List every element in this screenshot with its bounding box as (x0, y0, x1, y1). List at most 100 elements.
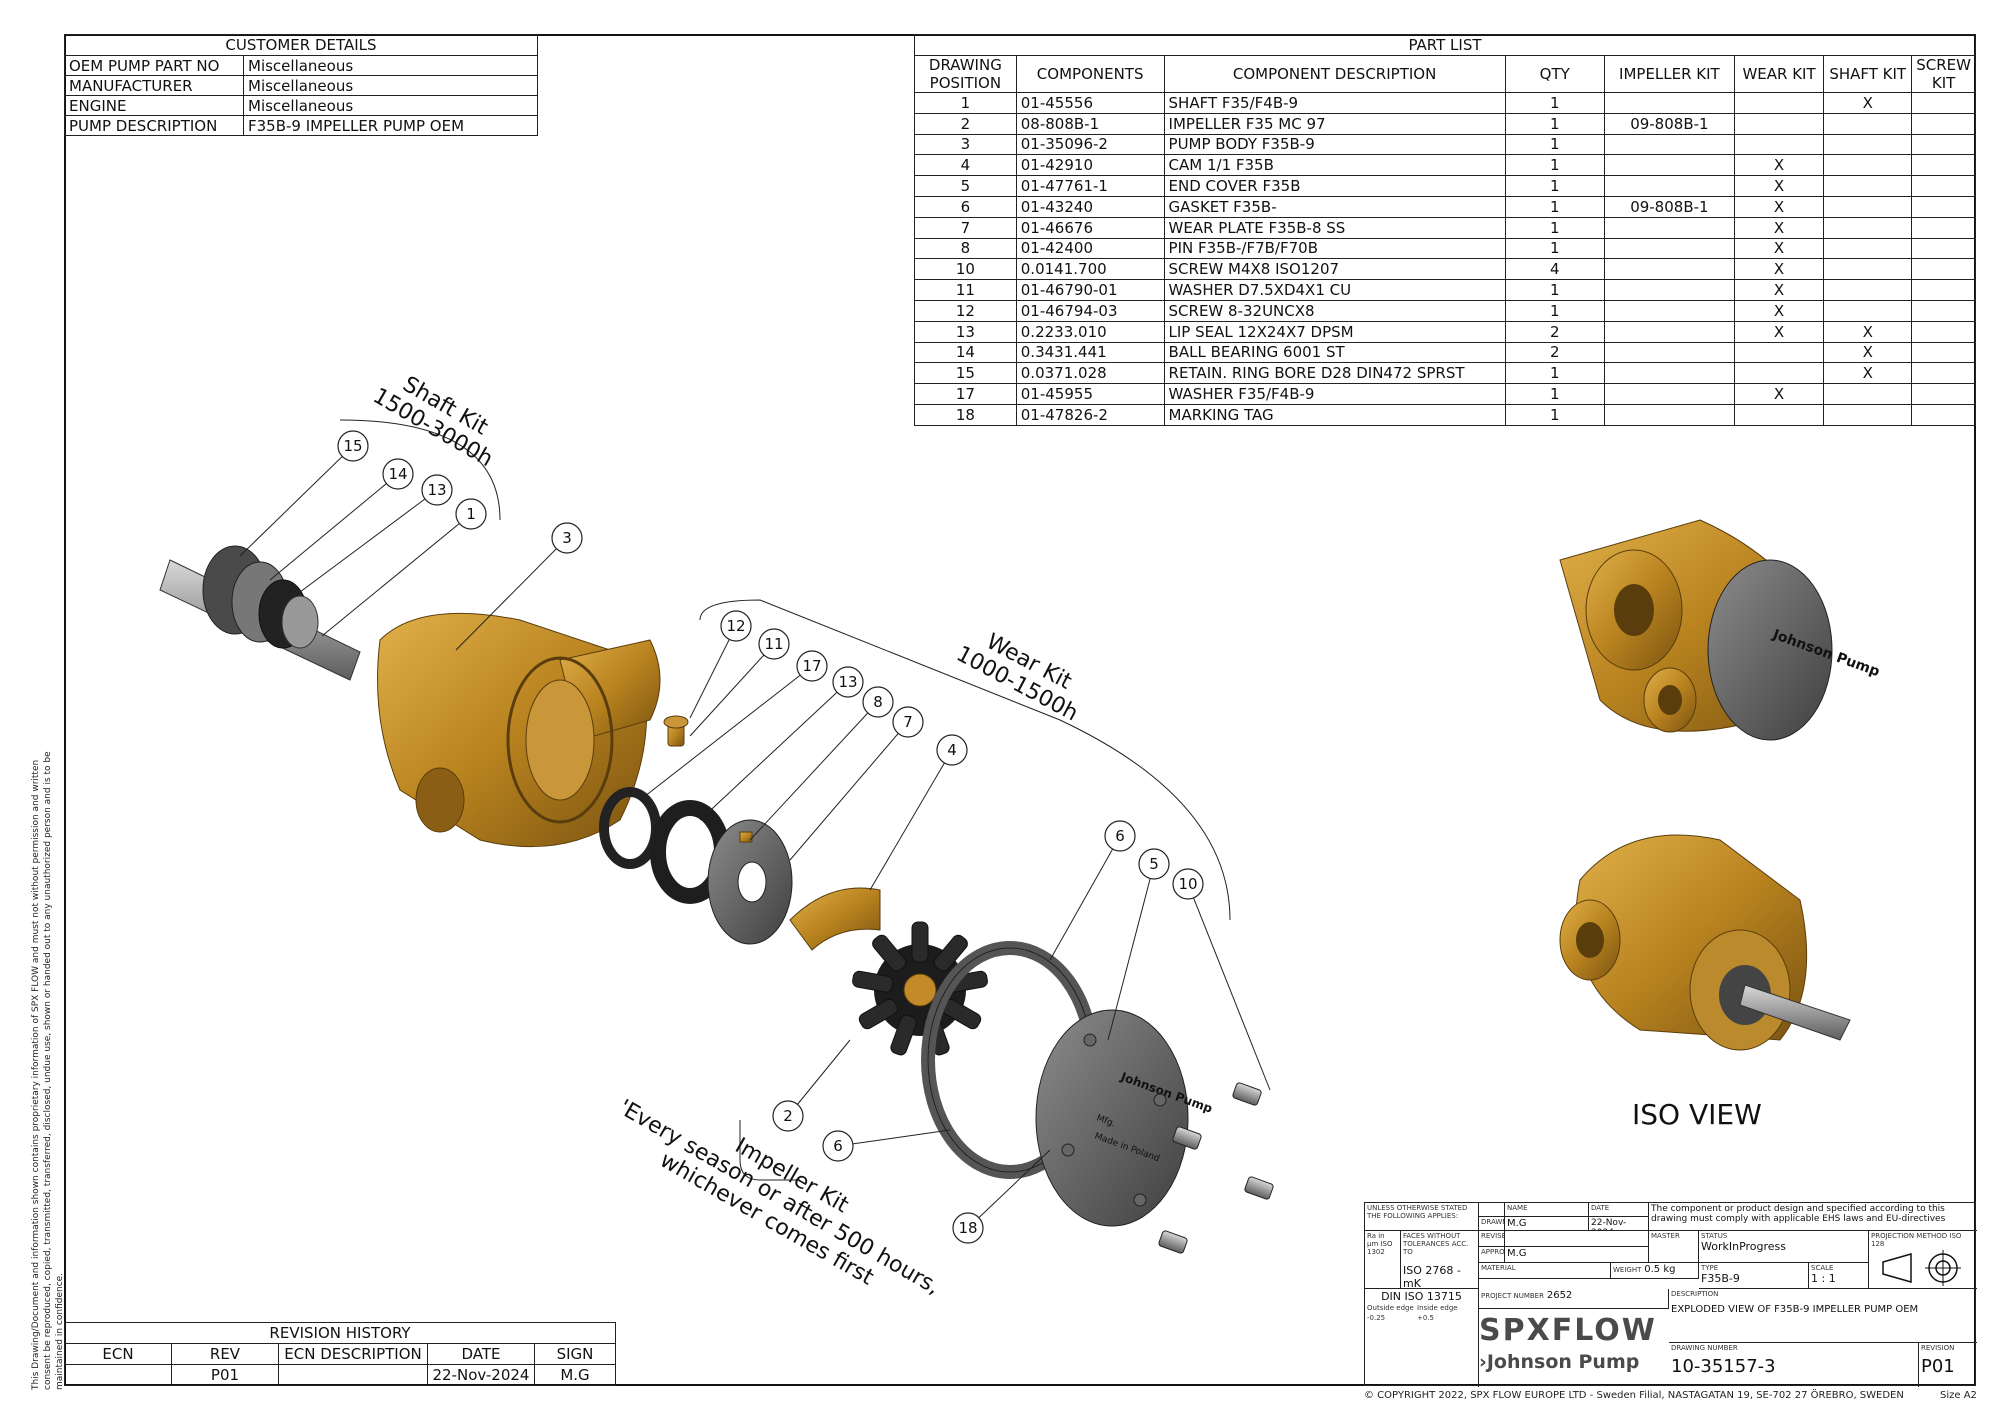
iso-view-bottom (1559, 834, 1851, 1051)
callout-12: 12 (720, 610, 752, 642)
part-list-cell: END COVER F35B (1163, 175, 1506, 197)
callout-15: 15 (337, 430, 369, 462)
callout-label: 5 (1149, 855, 1159, 873)
customer-value: Miscellaneous (243, 55, 538, 76)
revision-col: SIGN (534, 1343, 616, 1365)
callout-label: 10 (1178, 875, 1197, 893)
wear-plate-7 (707, 819, 793, 945)
callout-7: 7 (892, 706, 924, 738)
part-list-col-header: QTY (1504, 55, 1605, 93)
callout-label: 6 (1115, 827, 1125, 845)
part-list-col-header: COMPONENT DESCRIPTION (1163, 55, 1506, 93)
tb-approved-label: APPROVED (1479, 1247, 1505, 1263)
part-list-cell: GASKET F35B- (1163, 195, 1506, 218)
callout-18: 18 (952, 1212, 984, 1244)
cam-4 (789, 887, 881, 951)
washer-17 (599, 787, 661, 869)
callout-label: 6 (833, 1137, 843, 1155)
callout-8: 8 (862, 686, 894, 718)
pin-8 (739, 831, 753, 843)
part-list-cell: 18 (914, 403, 1017, 426)
part-list-cell: LIP SEAL 12X24X7 DPSM (1163, 320, 1506, 343)
part-list-cell: IMPELLER F35 MC 97 (1163, 112, 1506, 135)
part-list-col-header: COMPONENTS (1015, 55, 1165, 93)
callout-label: 4 (947, 741, 957, 759)
callout-label: 12 (726, 617, 745, 635)
callout-label: 14 (388, 465, 407, 483)
end-cover-5: Johnson Pump Mfg. Made in Poland (1035, 1009, 1215, 1227)
callout-label: 1 (466, 505, 476, 523)
revision-history-table: REVISION HISTORY ECN REV ECN DESCRIPTION… (64, 1322, 616, 1386)
part-list-header: PART LIST (914, 34, 1976, 56)
wear-kit-bracket (699, 599, 1231, 921)
part-list-col-header: SHAFT KIT (1823, 55, 1913, 93)
part-list-cell: SCREW 8-32UNCX8 (1163, 299, 1506, 322)
callout-17: 17 (796, 650, 828, 682)
customer-value: F35B-9 IMPELLER PUMP OEM (243, 115, 538, 136)
callout-4: 4 (936, 734, 968, 766)
part-list-cell: 01-45955 (1015, 383, 1165, 405)
callout-3: 3 (551, 522, 583, 554)
callout-label: 13 (427, 481, 446, 499)
part-list-cell: 09-808B-1 (1603, 112, 1735, 135)
pump-body (377, 612, 661, 848)
callout-label: 7 (903, 713, 913, 731)
part-list-cell: 01-47826-2 (1015, 403, 1165, 426)
customer-label: PUMP DESCRIPTION (64, 115, 244, 136)
tb-drawn-name: M.G (1505, 1217, 1589, 1231)
part-list-cell: RETAIN. RING BORE D28 DIN472 SPRST (1163, 362, 1506, 385)
part-list-cell: WASHER F35/F4B-9 (1163, 383, 1506, 405)
callout-label: 15 (343, 437, 362, 455)
screw-12 (663, 715, 689, 747)
callout-label: 13 (838, 673, 857, 691)
copyright-notice: © COPYRIGHT 2022, SPX FLOW EUROPE LTD - … (1364, 1390, 1904, 1401)
johnson-pump-logo: ›Johnson Pump (1479, 1351, 1640, 1373)
callout-label: 18 (958, 1219, 977, 1237)
callout-6b: 6 (822, 1130, 854, 1162)
callout-label: 11 (764, 635, 783, 653)
tb-blank (1479, 1203, 1505, 1217)
callout-14: 14 (382, 458, 414, 490)
callout-6: 6 (1104, 820, 1136, 852)
tb-ra: Ra in µm ISO 1302 (1365, 1231, 1401, 1289)
revision-col: ECN (64, 1343, 172, 1365)
callout-label: 17 (802, 657, 821, 675)
projection-symbol (1882, 1250, 1961, 1286)
part-list-col-header: SCREW KIT (1911, 55, 1976, 93)
callout-13b: 13 (832, 666, 864, 698)
tb-weight: WEIGHT 0.5 kg (1611, 1263, 1699, 1279)
part-list-cell (1823, 403, 1913, 426)
callout-label: 2 (783, 1107, 793, 1125)
callout-13: 13 (421, 474, 453, 506)
part-list-cell: BALL BEARING 6001 ST (1163, 341, 1506, 364)
tb-revised-blank (1505, 1231, 1649, 1247)
part-list-cell: MARKING TAG (1163, 403, 1506, 426)
tb-unless-stated: UNLESS OTHERWISE STATED THE FOLLOWING AP… (1365, 1203, 1479, 1231)
iso-view-label: ISO VIEW (1632, 1098, 1762, 1131)
tb-name-label: NAME (1505, 1203, 1589, 1217)
callout-label: 8 (873, 693, 883, 711)
callout-1: 1 (455, 498, 487, 530)
part-list-cell: PUMP BODY F35B-9 (1163, 133, 1506, 156)
callout-11: 11 (758, 628, 790, 660)
callout-5: 5 (1138, 848, 1170, 880)
tb-revised-label: REVISED (1479, 1231, 1505, 1247)
impeller-2 (852, 921, 988, 1056)
tb-drawn-date: 22-Nov-2024 (1589, 1217, 1649, 1231)
part-list-cell: 01-46676 (1015, 216, 1165, 239)
screws-10 (1158, 1082, 1274, 1254)
